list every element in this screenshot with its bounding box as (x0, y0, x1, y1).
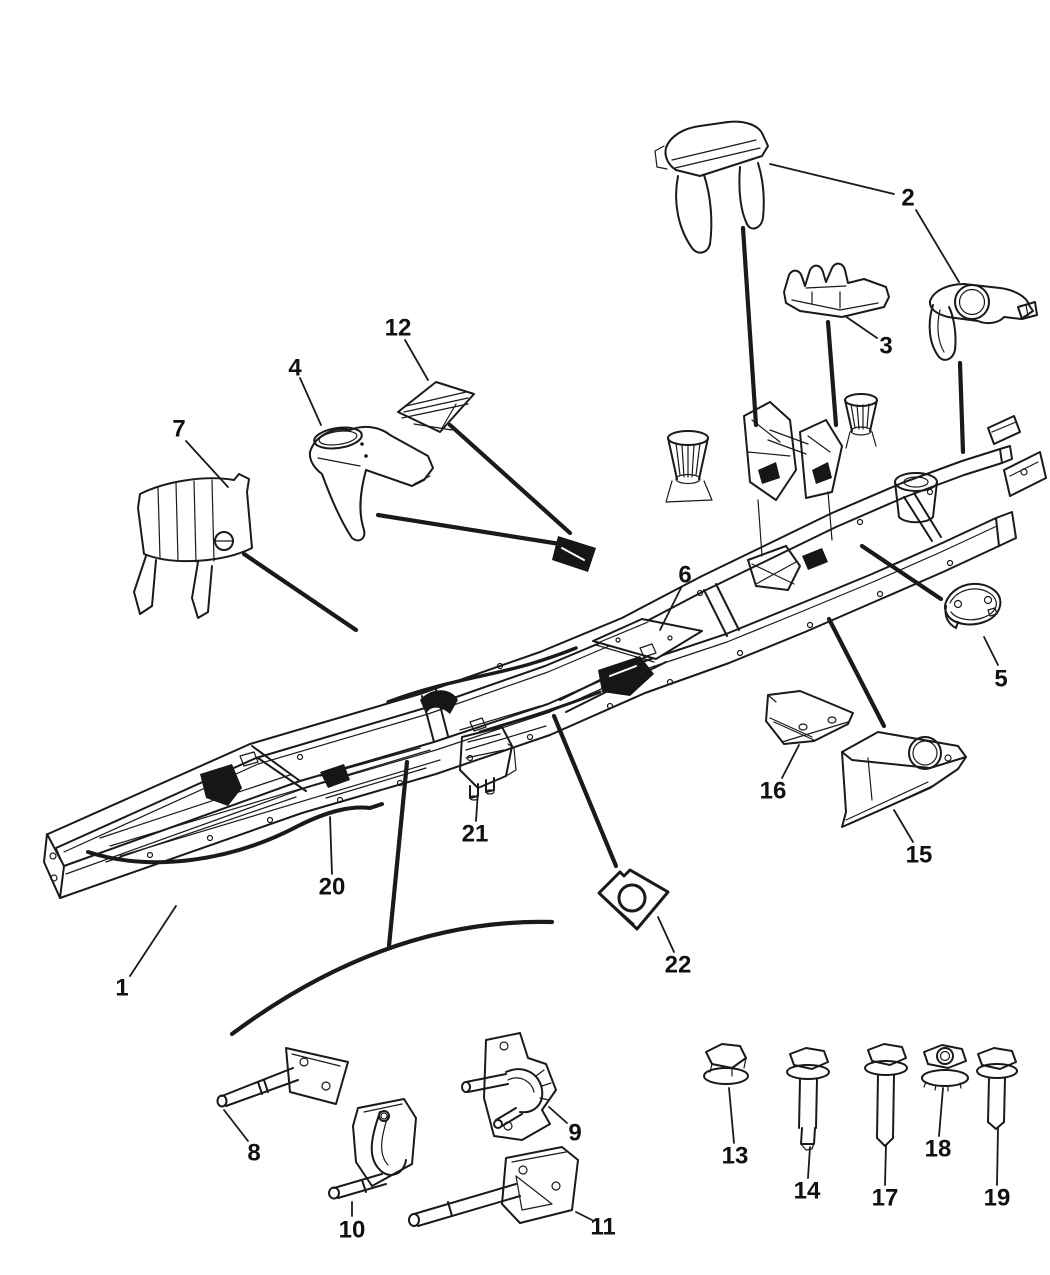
part-4-mount-bracket (308, 425, 434, 542)
leader-7 (185, 440, 229, 488)
part-7-clamp-bracket (133, 473, 253, 619)
callout-21: 21 (462, 821, 489, 848)
part-22-spacer-plate (597, 868, 670, 931)
leader-4 (299, 377, 322, 426)
part-14-flange-bolt (786, 1047, 830, 1151)
callout-2: 2 (901, 185, 914, 212)
part-15-support-bracket (841, 731, 967, 828)
callout-13: 13 (722, 1143, 749, 1170)
leader-6 (659, 587, 682, 631)
callout-18: 18 (925, 1136, 952, 1163)
frame-holes (146, 488, 954, 859)
part-20-frame-strip (86, 646, 578, 865)
detail-arc (229, 919, 555, 1037)
callout-10: 10 (339, 1217, 366, 1244)
callout-19: 19 (984, 1185, 1011, 1212)
leader-lines (129, 163, 999, 1221)
part-3-cab-mount-lower-bracket (783, 262, 890, 318)
leader-19 (996, 1127, 999, 1186)
part-5-body-mount-spacer (943, 582, 1002, 629)
leader-17 (884, 1144, 887, 1186)
callout-6: 6 (678, 562, 691, 589)
connector-part12-to-frame (447, 422, 573, 536)
connector-lines (241, 225, 966, 949)
connector-part3-to-frame (825, 319, 839, 428)
callout-7: 7 (172, 416, 185, 443)
leader-22 (657, 916, 675, 953)
leader-1 (129, 905, 177, 977)
leader-3 (844, 315, 878, 339)
connector-part2a-to-frame (740, 225, 759, 428)
connector-part7-to-frame (241, 551, 359, 633)
callout-20: 20 (319, 874, 346, 901)
body-mount-bushing (665, 430, 713, 503)
callout-1: 1 (115, 975, 128, 1002)
leader-9 (548, 1106, 568, 1124)
part-17-flange-bolt-long (864, 1043, 908, 1147)
part-1-frame-assembly (43, 393, 1047, 899)
callout-17: 17 (872, 1185, 899, 1212)
callout-16: 16 (760, 778, 787, 805)
connector-frame-to-part5 (859, 543, 944, 602)
callout-4: 4 (288, 355, 302, 382)
callout-22: 22 (665, 952, 692, 979)
part-11-tow-hook-bracket (408, 1146, 579, 1227)
leader-12 (404, 339, 429, 381)
callout-3: 3 (879, 333, 892, 360)
part-9-tow-hook-bracket (461, 1032, 557, 1141)
part-16-support-bracket (765, 690, 854, 745)
part-21-hitch-bracket (459, 726, 517, 801)
leader-8 (223, 1109, 249, 1142)
part-13-flange-bolt (703, 1043, 749, 1085)
leader-11 (575, 1211, 593, 1221)
callout-8: 8 (247, 1140, 260, 1167)
leader-15 (893, 809, 914, 843)
part-2-cab-mount-bracket-upper (654, 120, 769, 254)
part-6-skid-plate (592, 618, 703, 663)
leader-20 (329, 816, 333, 875)
leader-14 (807, 1146, 811, 1179)
callout-15: 15 (906, 842, 933, 869)
leader-2-1 (915, 209, 960, 283)
part-19-flange-bolt (976, 1047, 1018, 1130)
leader-21 (475, 790, 479, 822)
connector-part4-to-frame (375, 512, 563, 547)
part-8-tow-hook (216, 1047, 349, 1108)
leader-5 (983, 636, 999, 666)
leader-2 (769, 163, 895, 195)
part-10-tow-hook (328, 1098, 417, 1200)
connector-frame-to-hook-detail (386, 759, 410, 949)
callout-12: 12 (385, 315, 412, 342)
callout-11: 11 (590, 1214, 615, 1241)
part-2-cab-mount-bracket-right (928, 283, 1038, 361)
part-18-flange-nut (921, 1044, 969, 1092)
leader-16 (781, 744, 800, 779)
connector-frame-to-part15 (826, 616, 887, 729)
callout-14: 14 (794, 1178, 821, 1205)
callout-5: 5 (994, 666, 1007, 693)
leader-13 (728, 1087, 735, 1144)
hook-detail-arc (229, 919, 555, 1037)
callout-9: 9 (568, 1120, 581, 1147)
part-12-support-plate (397, 381, 475, 433)
connector-part2b-to-frame (957, 360, 966, 455)
connector-frame-to-part22 (551, 713, 619, 869)
leader-18 (938, 1087, 944, 1137)
body-mount-bushing (844, 393, 878, 449)
